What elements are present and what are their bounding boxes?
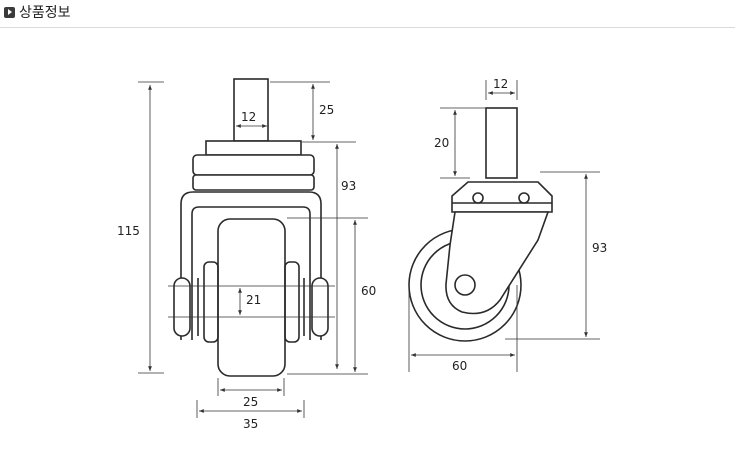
dim-front-overall-width: 35 xyxy=(243,417,258,431)
front-fork-inner xyxy=(191,206,311,340)
dim-front-stem-width: 12 xyxy=(241,110,256,124)
side-rivet-left xyxy=(472,192,484,204)
dim-front-body-height: 93 xyxy=(341,179,356,193)
dim-front-stem-height: 25 xyxy=(319,103,334,117)
side-rivet-right xyxy=(518,192,530,204)
side-top-plate xyxy=(451,181,553,213)
section-title: 상품정보 xyxy=(19,5,71,21)
dim-front-total-height: 115 xyxy=(117,224,140,238)
front-wheel-hub-right xyxy=(284,261,300,343)
dim-side-height: 93 xyxy=(592,241,607,255)
front-bearing-ring xyxy=(192,174,315,191)
side-stem xyxy=(485,107,518,179)
front-swivel-plate xyxy=(192,154,315,176)
dim-side-stem-width: 12 xyxy=(493,77,508,91)
dim-front-wheel-dia: 60 xyxy=(361,284,376,298)
triangle-bullet-icon xyxy=(4,7,15,18)
side-view: 12 20 93 60 xyxy=(408,77,607,373)
front-axle-cap-left xyxy=(173,277,191,337)
front-stem xyxy=(233,78,269,142)
dim-side-stem-height: 20 xyxy=(434,136,449,150)
dim-front-axle: 21 xyxy=(246,293,261,307)
front-view: 115 25 12 93 60 21 25 35 xyxy=(117,78,376,431)
dim-side-wheel-dia: 60 xyxy=(452,359,467,373)
front-fork-outer xyxy=(180,191,322,340)
section-header: 상품정보 xyxy=(0,0,735,28)
dim-front-wheel-width: 25 xyxy=(243,395,258,409)
front-top-plate xyxy=(205,140,302,156)
front-wheel-hub-left xyxy=(203,261,219,343)
side-axle-hub xyxy=(454,274,476,296)
front-axle-cap-right xyxy=(311,277,329,337)
side-fork-arm xyxy=(445,211,550,315)
